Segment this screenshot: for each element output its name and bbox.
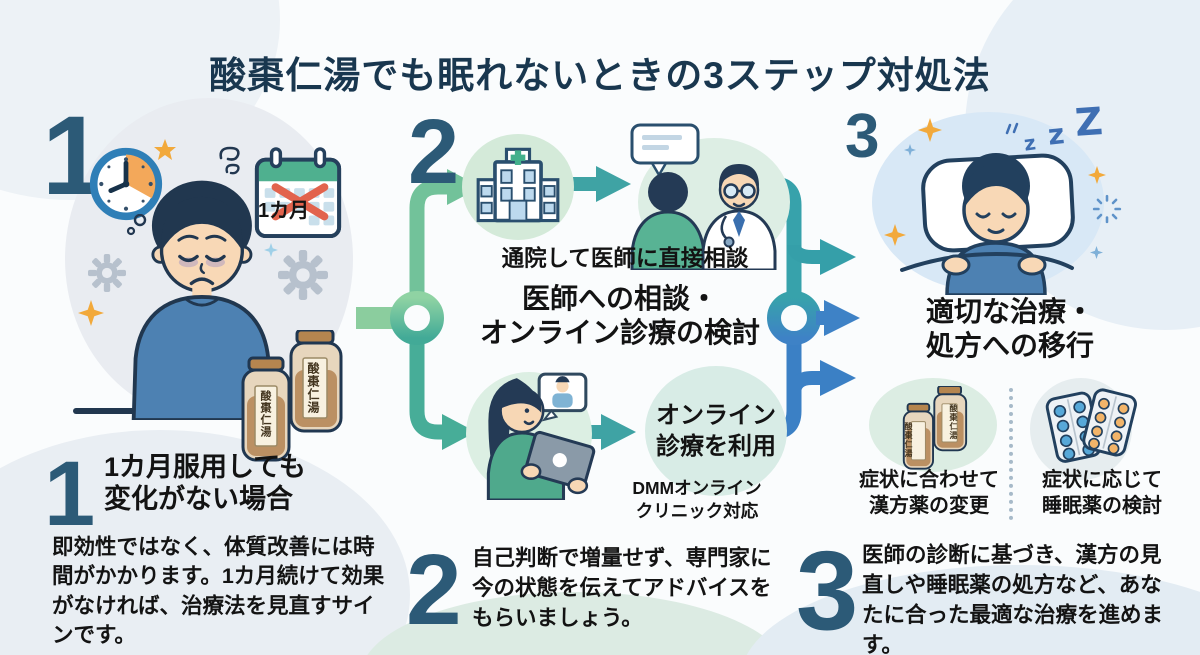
sparkle-icon [78,300,104,326]
step2-number: 2 [408,101,460,203]
step2-heading: 医師への相談・ オンライン診療の検討 [435,282,805,349]
arrowhead-step3-top [820,239,856,275]
star-icon [1088,166,1106,184]
connector-right-bottom-branch [787,371,820,395]
kanpo-jars-icon [902,386,968,470]
connector-down-branch [409,341,442,440]
step3-bottom-number: 3 [796,528,859,653]
step3-heading-line2: 処方への移行 [925,330,1094,362]
online-note: DMMオンライン クリニック対応 [607,477,787,523]
options-divider [1009,388,1013,520]
arrowhead-step3-mid [824,300,860,336]
jar-label: 酸棗仁湯 [259,390,271,438]
left-ring-node [390,291,444,345]
sparkle-blue-icon [264,243,278,257]
hospital-icon [476,147,560,223]
connector-up-branch [409,179,447,295]
jar-label: 酸棗仁湯 [306,362,320,414]
sparkle-burst-icon [1092,194,1122,224]
star-icon [918,118,942,142]
tired-person-illustration [131,180,273,420]
gear-icon [88,254,126,292]
step1-body: 即効性ではなく、体質改善には時間がかかります。1カ月続けて効果がなければ、治療法… [52,535,385,648]
sparkle-blue-icon [1090,246,1103,259]
calendar-icon [254,147,342,239]
sleep-z-medium: z [1046,117,1066,152]
step3-heading-line1: 適切な治療・ [925,296,1094,327]
thought-bubbles-icon [126,214,147,236]
kanpo-option-label: 症状に合わせて 漢方薬の変更 [859,469,999,517]
step1-bottom-number: 1 [44,443,96,545]
step2-heading-line2: オンライン診療の検討 [479,316,760,348]
arrowhead-step3-bottom [820,360,856,396]
step1-heading-line1: 1カ月服用しても [104,452,306,482]
connector-right-top-branch [787,244,820,264]
sleep-z-large: Z [1073,99,1105,145]
right-ring-node [767,291,821,345]
gear-icon [278,250,328,300]
step3-number: 3 [845,102,880,171]
star-icon [884,224,906,246]
branch-top-label: 通院して医師に直接相談 [501,246,749,271]
clock-icon [89,147,163,221]
online-use-label: オンライン 診療を利用 [656,401,776,460]
sleeping-person-illustration [900,153,1075,295]
doctor-consultation-illustration [630,123,777,270]
sleep-tick-icon [1005,122,1019,135]
arrowhead-doctor [596,166,631,202]
calendar-label: 1カ月 [258,200,310,222]
medicine-jars-icon [241,330,343,462]
arrowhead-online [601,414,636,450]
arrowhead-to-online-patient [442,414,476,450]
step2-body: 自己判断で増量せず、専門家に今の状態を伝えてアドバイスをもらいましょう。 [472,546,772,631]
page-title: 酸棗仁湯でも眠れないときの3ステップ対処法 [209,54,991,96]
step2-heading-line1: 医師への相談・ [521,283,718,314]
step2-bottom-number: 2 [406,534,462,646]
online-use-circle: オンライン 診療を利用 [645,366,787,496]
step1-heading: 1カ月服用しても 変化がない場合 [104,451,306,516]
step3-heading: 適切な治療・ 処方への移行 [860,295,1160,363]
kanpo-jar-label: 酸棗仁湯 [904,422,913,458]
online-note-line1: DMMオンライン [632,478,762,498]
pills-option-label: 症状に応じて 睡眠薬の検討 [1042,469,1162,517]
step1-heading-line2: 変化がない場合 [104,484,293,515]
star-icon [154,139,176,160]
sleeping-pills-icon [1045,388,1137,463]
kanpo-jar-label: 酸棗仁湯 [949,404,958,440]
online-patient-illustration [486,372,596,500]
online-note-line2: クリニック対応 [635,500,759,521]
step3-body: 医師の診断に基づき、漢方の見直しや睡眠薬の処方など、あなたに合った最適な治療を進… [862,543,1164,655]
thought-squiggle-icon [219,146,240,175]
sparkle-blue-icon [904,144,916,156]
